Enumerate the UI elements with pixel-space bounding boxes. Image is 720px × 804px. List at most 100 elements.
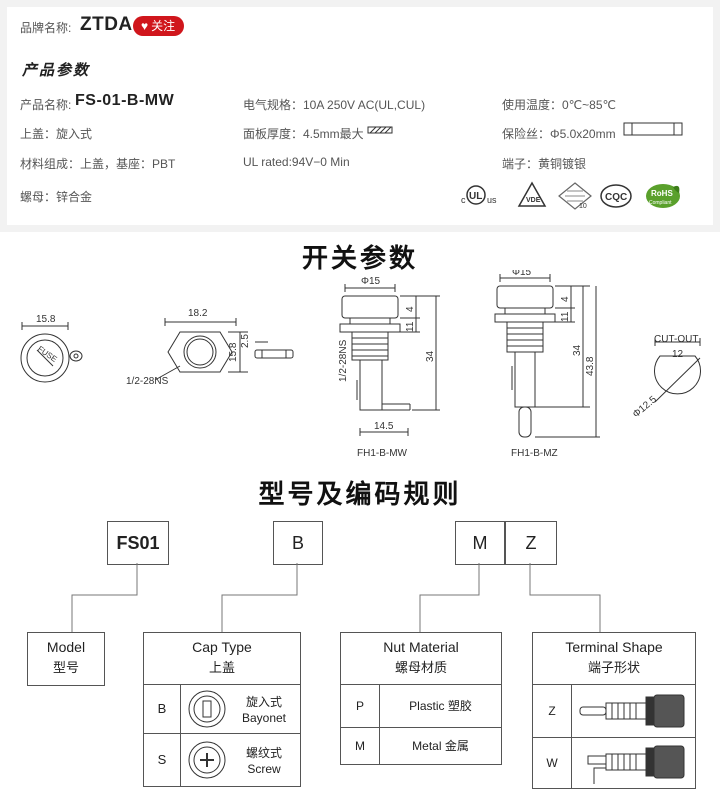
cap-type-title: Cap Type <box>192 639 252 655</box>
dim-12: 12 <box>672 349 684 360</box>
dim-34-mz: 34 <box>572 344 583 356</box>
section-title-params: 产品参数 <box>22 61 91 79</box>
caption-fh1-b-mw: FH1-B-MW <box>357 448 408 459</box>
dim-phi15-mz: Φ15 <box>512 270 532 278</box>
cutout-label: CUT-OUT <box>654 334 698 345</box>
dim-14-5: 14.5 <box>374 421 394 432</box>
bayonet-cn: 旋入式 <box>245 695 282 709</box>
semko-text: 10 <box>579 203 587 210</box>
ul-text: UL <box>469 191 482 202</box>
hex-nut-drawing <box>154 318 294 381</box>
cap-type-header: Cap Type 上盖 <box>143 632 301 685</box>
panel-thickness-icon <box>367 126 393 134</box>
dim-phi12-5: Φ12.5 <box>631 394 659 420</box>
terminal-row-w <box>571 737 696 789</box>
switch-params-title: 开关参数 <box>301 243 418 273</box>
cap-spec: 上盖：旋入式 <box>20 127 93 141</box>
material-spec: 材料组成：上盖，基座：PBT <box>20 157 176 171</box>
nut-code-m: M <box>340 727 380 765</box>
ul-cul-icon: c UL us <box>461 185 497 205</box>
fuse-spec: 保险丝：Φ5.0x20mm <box>502 127 616 141</box>
dim-4-mz: 4 <box>560 296 571 302</box>
follow-button[interactable]: ♥关注 <box>133 16 185 36</box>
rohs-text: RoHS <box>651 189 673 198</box>
code-rules-title: 型号及编码规则 <box>258 479 462 509</box>
dim-15-8: 15.8 <box>36 314 56 325</box>
ul-rated-spec: UL rated:94V−0 Min <box>243 155 350 169</box>
cap-type-code-b: B <box>143 684 181 734</box>
fh1-b-mz-drawing <box>494 274 600 438</box>
cap-type-row-screw: 螺纹式 Screw <box>180 733 301 787</box>
front-view-drawing <box>20 322 83 383</box>
code-box-nut: M <box>455 521 505 565</box>
terminal-z-drawing <box>579 694 685 728</box>
code-box-terminal: Z <box>505 521 557 565</box>
nut-material-header: Nut Material 螺母材质 <box>340 632 502 685</box>
terminal-spec: 端子：黄铜镀银 <box>502 157 587 171</box>
brand-label: 品牌名称: <box>20 21 72 35</box>
product-name-value: FS-01-B-MW <box>75 92 175 109</box>
follow-button-label: 关注 <box>151 19 176 33</box>
model-title: Model <box>46 639 86 655</box>
model-title-cn: 型号 <box>52 660 79 675</box>
dim-4-mw: 4 <box>405 306 416 312</box>
vde-icon: VDE <box>517 181 547 207</box>
rohs-icon: RoHS Compliant <box>646 184 680 208</box>
cqc-text: CQC <box>605 192 627 203</box>
heart-icon: ♥ <box>141 19 149 33</box>
dim-2-5: 2.5 <box>240 334 251 348</box>
caption-fh1-b-mz: FH1-B-MZ <box>511 448 558 459</box>
code-box-cap: B <box>273 521 323 565</box>
dim-thread: 1/2-28NS <box>126 376 169 387</box>
vde-text: VDE <box>526 197 541 204</box>
terminal-row-z <box>571 684 696 738</box>
dim-43-8: 43.8 <box>585 356 596 376</box>
code-box-series: FS01 <box>107 521 169 565</box>
dim-11-mz: 11 <box>560 311 571 322</box>
nut-material-title-cn: 螺母材质 <box>394 660 447 675</box>
terminal-shape-title: Terminal Shape <box>565 639 663 655</box>
cap-type-row-bayonet: 旋入式 Bayonet <box>180 684 301 734</box>
bayonet-cap-icon <box>188 690 226 728</box>
fuse-icon <box>623 122 683 136</box>
bayonet-en: Bayonet <box>241 711 287 725</box>
nut-code-p: P <box>340 684 380 728</box>
ul-us-text: us <box>487 195 497 205</box>
dim-thread-vertical: 1/2-28NS <box>338 339 349 382</box>
connector-lines <box>71 563 601 633</box>
rohs-sub-text: Compliant <box>649 200 672 206</box>
electrical-spec: 电气规格：10A 250V AC(UL,CUL) <box>243 98 426 112</box>
terminal-code-z: Z <box>532 684 572 738</box>
terminal-w-drawing <box>587 745 685 784</box>
product-name-label: 产品名称: <box>20 98 72 112</box>
screw-en: Screw <box>247 762 281 776</box>
product-info-card: 品牌名称: ZTDA ♥关注 产品参数 产品名称: FS-01-B-MW 电气规… <box>7 7 713 225</box>
dim-18-2: 18.2 <box>188 308 208 319</box>
panel-thickness-spec: 面板厚度：4.5mm最大 <box>243 127 364 141</box>
switch-drawings: 15.8 FUSE 18.2 2.5 15.8 1/2-28NS Φ15 4 1… <box>20 270 701 459</box>
semko-icon: 10 <box>558 182 592 210</box>
product-info-panel: 品牌名称: ZTDA ♥关注 产品参数 产品名称: FS-01-B-MW 电气规… <box>0 0 720 232</box>
dim-34-mw: 34 <box>425 350 436 362</box>
terminal-shape-header: Terminal Shape 端子形状 <box>532 632 696 685</box>
model-category: Model 型号 <box>27 632 105 686</box>
temperature-spec: 使用温度：0℃~85℃ <box>502 98 616 112</box>
ul-c-text: c <box>461 195 466 205</box>
dim-15-8-side: 15.8 <box>228 342 239 362</box>
cap-type-code-s: S <box>143 733 181 787</box>
cqc-icon: CQC <box>600 184 632 208</box>
brand-name: ZTDA <box>80 14 133 35</box>
nut-material-title: Nut Material <box>383 639 459 655</box>
nut-desc-plastic: Plastic 塑胶 <box>379 684 502 728</box>
screw-cap-icon <box>188 741 226 779</box>
dim-11-mw: 11 <box>405 321 416 332</box>
nut-desc-metal: Metal 金属 <box>379 727 502 765</box>
fh1-b-mw-drawing <box>339 284 440 436</box>
terminal-shape-title-cn: 端子形状 <box>587 660 640 675</box>
cap-type-title-cn: 上盖 <box>208 660 235 675</box>
terminal-code-w: W <box>532 737 572 789</box>
cutout-drawing <box>654 338 701 403</box>
nut-spec: 螺母：锌合金 <box>20 190 93 204</box>
dim-phi15-mw: Φ15 <box>361 276 381 287</box>
screw-cn: 螺纹式 <box>245 746 282 760</box>
